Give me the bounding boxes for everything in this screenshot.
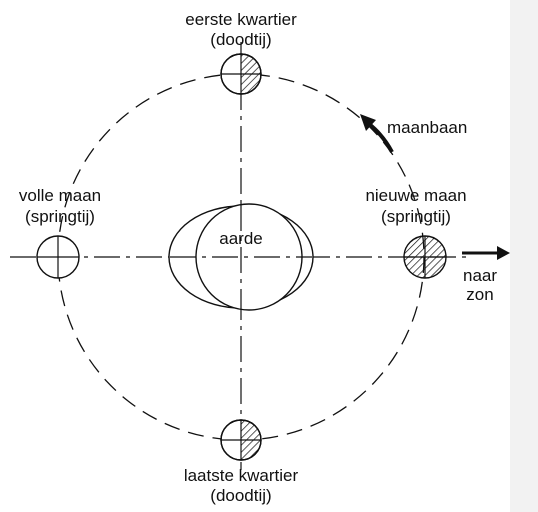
new-moon-label-line2: (springtij) [381, 207, 451, 226]
to-sun-label-line1: naar [463, 266, 497, 285]
full-moon [37, 236, 79, 278]
sun-direction-arrow [462, 246, 510, 260]
earth-label: aarde [219, 229, 262, 248]
new-moon [404, 236, 446, 278]
full-moon-label-line2: (springtij) [25, 207, 95, 226]
last-quarter-label-line1: laatste kwartier [184, 466, 299, 485]
first-quarter-label-line2: (doodtij) [210, 30, 271, 49]
full-moon-label-line1: volle maan [19, 186, 101, 205]
last-quarter-moon [221, 420, 261, 460]
orbit-label: maanbaan [387, 118, 467, 137]
to-sun-label-line2: zon [466, 285, 493, 304]
first-quarter-label-line1: eerste kwartier [185, 10, 297, 29]
first-quarter-moon [221, 54, 261, 94]
last-quarter-label-line2: (doodtij) [210, 486, 271, 505]
new-moon-label-line1: nieuwe maan [365, 186, 466, 205]
